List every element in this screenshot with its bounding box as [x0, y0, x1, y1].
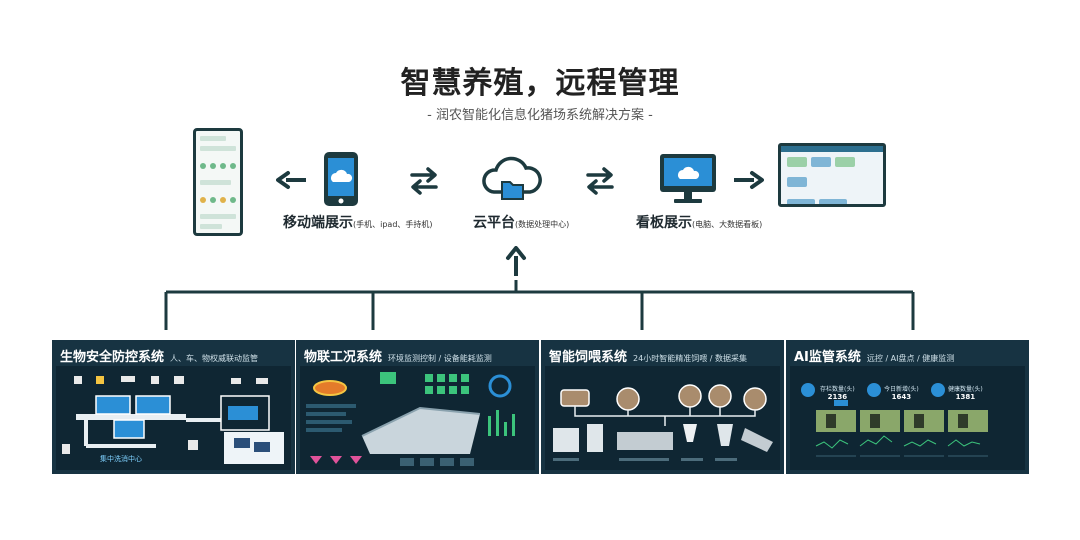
iot-dashboard	[306, 372, 515, 466]
page-title: 智慧养殖，远程管理	[400, 66, 680, 101]
panel-caption: 集中洗消中心	[100, 455, 142, 463]
sync-arrows-icon	[410, 167, 438, 195]
panel-body	[300, 366, 535, 470]
stat-item: 今日新增(头)1643	[884, 386, 919, 401]
stat-item: 健康数量(头)1381	[948, 386, 983, 401]
arrow-up-icon	[506, 246, 526, 276]
board-label: 看板展示(电脑、大数据看板)	[636, 215, 763, 231]
biosecurity-panel[interactable]: 生物安全防控系统人、车、物权威联动监管 集中洗消中心	[52, 340, 295, 474]
panel-body: 集中洗消中心	[56, 366, 291, 470]
sync-arrows-icon	[586, 167, 614, 195]
panel-body: 存栏数量(头)2136 今日新增(头)1643 健康数量(头)1381	[790, 366, 1025, 470]
ai-panel[interactable]: AI监管系统远控 / AI盘点 / 健康监测 存栏数量(头)2136 今日新增(…	[786, 340, 1029, 474]
biosecurity-diagram	[62, 376, 284, 464]
panel-title: 物联工况系统环境监测控制 / 设备能耗监测	[304, 350, 492, 365]
cloud-folder-icon	[482, 156, 542, 200]
iot-panel[interactable]: 物联工况系统环境监测控制 / 设备能耗监测	[296, 340, 539, 474]
cloud-label: 云平台(数据处理中心)	[473, 215, 570, 231]
panel-title: 生物安全防控系统人、车、物权威联动监管	[60, 350, 259, 365]
mobile-label: 移动端展示(手机、ipad、手持机)	[283, 215, 433, 231]
phone-cloud-icon	[324, 152, 358, 206]
page-subtitle: - 润农智能化信息化猪场系统解决方案 -	[427, 108, 653, 123]
ai-dashboard	[801, 383, 988, 457]
mobile-screenshot	[193, 128, 243, 236]
arrow-right-icon	[734, 171, 764, 189]
panel-title: AI监管系统远控 / AI盘点 / 健康监测	[794, 350, 955, 365]
stat-item: 存栏数量(头)2136	[820, 386, 855, 401]
arrow-left-icon	[276, 171, 306, 189]
monitor-cloud-icon	[660, 154, 716, 203]
panel-body	[545, 366, 780, 470]
feeding-diagram	[553, 384, 773, 461]
board-screenshot	[778, 143, 886, 207]
